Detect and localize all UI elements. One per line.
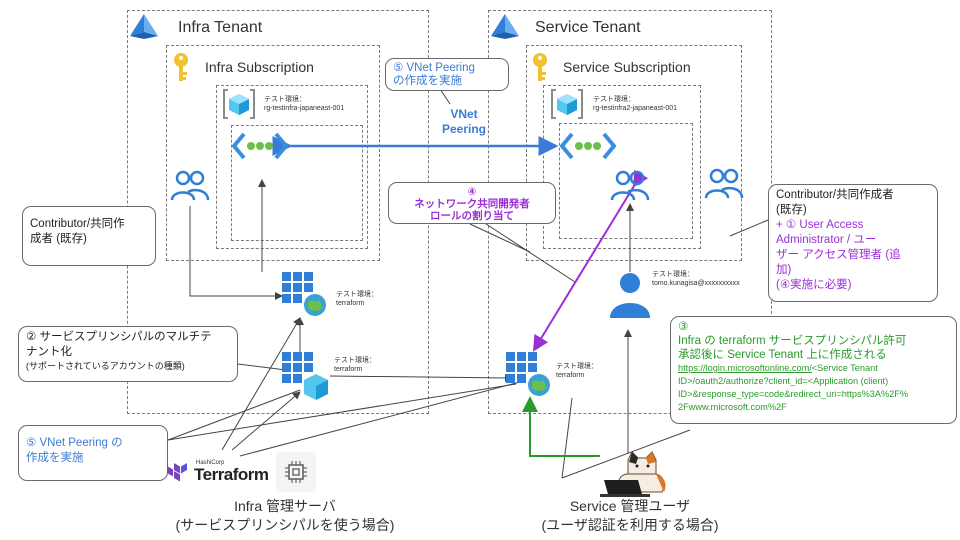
service-user-caption: Service 管理ユーザ (ユーザ認証を利用する場合) — [500, 497, 760, 535]
step5-bottom-line1: ⑤ VNet Peering の — [26, 437, 123, 449]
vnet-icon — [560, 132, 616, 160]
step3-line3: 承認後に Service Tenant 上に作成される — [678, 349, 887, 361]
infra-subscription-title: Infra Subscription — [205, 59, 314, 75]
infra-vnet-box — [231, 125, 363, 241]
consent-arrow — [522, 396, 600, 457]
resource-group-icon — [551, 89, 583, 119]
step4-line1: ④ — [467, 186, 477, 198]
service-tenant-title: Service Tenant — [535, 19, 641, 36]
infra-rg-label-2: rg-testinfra-japaneast-001 — [264, 105, 345, 112]
contributor-right-line7: (④実施に必要) — [776, 279, 852, 291]
vnet-peering-label-1: VNet — [450, 107, 478, 121]
terraform-wordmark: Terraform — [194, 465, 269, 484]
step3-url-3: ID>&response_type=code&redirect_uri=http… — [678, 389, 909, 399]
app-registration-multitenant-icon — [282, 352, 328, 400]
users-group-icon — [704, 168, 744, 199]
contributor-right-line6: 加) — [776, 264, 792, 276]
step2-line3: (サポートされているアカウントの種類) — [26, 361, 185, 371]
step4-line3: ロールの割り当て — [430, 210, 514, 222]
key-icon — [174, 53, 188, 81]
step5-top-line2: の作成を実施 — [393, 75, 462, 87]
contributor-left-callout: Contributor/共同作 成者 (既存) — [22, 206, 156, 266]
service-rg-label-2: rg-testinfra2-japaneast-001 — [593, 105, 678, 112]
azure-ad-icon — [491, 14, 519, 39]
infra-app-label-2: terraform — [336, 300, 365, 307]
cat-user-laptop-icon — [600, 451, 666, 497]
contributor-right-line1: Contributor/共同作成者 — [776, 189, 894, 201]
step5-top-line1: ⑤ VNet Peering — [393, 62, 475, 74]
resource-group-icon — [223, 89, 255, 119]
infra-rg-label-1: テスト環境： — [264, 96, 306, 103]
users-group-icon — [610, 170, 650, 201]
users-group-icon — [170, 170, 210, 201]
hashicorp-label: HashiCorp — [196, 460, 225, 466]
contributor-right-line4: Administrator / ユー — [776, 234, 877, 246]
multitenant-app-label-2: terraform — [334, 366, 363, 373]
server-chip-icon — [285, 461, 307, 483]
step4-line2: ネットワーク共同開発者 — [414, 198, 530, 210]
service-user-caption-2: (ユーザ認証を利用する場合) — [541, 517, 719, 533]
step4-callout: ④ ネットワーク共同開発者 ロールの割り当て — [388, 182, 556, 224]
step5-bottom-callout: ⑤ VNet Peering の 作成を実施 — [18, 425, 168, 481]
step3-line1: ③ — [678, 321, 689, 333]
service-rg-label-1: テスト環境： — [593, 96, 635, 103]
step3-url-link[interactable]: https://login.microsoftonline.com/ — [678, 363, 812, 373]
step3-url-4: 2Fwww.microsoft.com%2F — [678, 402, 787, 412]
step3-url-2: ID>/oauth2/authorize?client_id=<Applicat… — [678, 376, 889, 386]
contributor-right-line2: (既存) — [776, 204, 807, 216]
infra-server-caption-2: (サービスプリンシパルを使う場合) — [175, 517, 395, 533]
enterprise-app-icon — [506, 352, 550, 396]
infra-server-caption: Infra 管理サーバ (サービスプリンシパルを使う場合) — [150, 497, 420, 535]
contributor-right-line3: + ① User Access — [776, 219, 864, 231]
multitenant-to-service-app — [329, 373, 513, 382]
step3-url-1b: <Service Tenant — [811, 363, 878, 373]
contributor-left-line1: Contributor/共同作 — [30, 218, 125, 230]
infra-app-label-1: テスト環境： — [336, 291, 378, 298]
service-user-caption-1: Service 管理ユーザ — [569, 498, 691, 514]
step5-top-callout: ⑤ VNet Peering の作成を実施 — [385, 58, 509, 91]
contributor-right-callout: Contributor/共同作成者 (既存) + ① User Access A… — [768, 184, 938, 302]
server-chip-frame — [276, 452, 316, 492]
step3-line2: Infra の terraform サービスプリンシパル許可 — [678, 335, 907, 347]
step3-callout: ③ Infra の terraform サービスプリンシパル許可 承認後に Se… — [670, 316, 957, 424]
user-label-1: テスト環境： — [652, 271, 694, 278]
vnet-peering-label-2: Peering — [441, 122, 486, 136]
step2-callout: ② サービスプリンシパルのマルチテ ナント化 (サポートされているアカウントの種… — [18, 326, 238, 382]
infra-user-link — [189, 206, 283, 300]
app-registration-icon — [282, 272, 326, 316]
key-icon — [533, 53, 547, 81]
multitenant-app-label-1: テスト環境： — [334, 357, 376, 364]
contributor-right-line5: ザー アクセス管理者 (追 — [776, 249, 901, 261]
user-label-2: tomo.kunagisa@xxxxxxxxxx — [652, 280, 740, 287]
service-app-label-2: terraform — [556, 372, 585, 379]
infra-tenant-title: Infra Tenant — [178, 19, 263, 36]
terraform-logo-icon — [167, 463, 187, 482]
step2-line1: ② サービスプリンシパルのマルチテ — [26, 331, 212, 343]
user-icon — [610, 273, 650, 318]
role-assignment-arrow — [532, 169, 649, 352]
vnet-icon — [232, 132, 288, 160]
vnet-peering-label: VNet Peering — [434, 107, 494, 137]
contributor-left-line2: 成者 (既存) — [30, 233, 87, 245]
service-subscription-title: Service Subscription — [563, 59, 691, 75]
azure-ad-icon — [130, 14, 158, 39]
infra-server-caption-1: Infra 管理サーバ — [234, 498, 336, 514]
service-app-label-1: テスト環境： — [556, 363, 598, 370]
step2-line2: ナント化 — [26, 346, 72, 358]
infra-rg-box — [216, 85, 368, 249]
step5-bottom-line2: 作成を実施 — [26, 452, 84, 464]
